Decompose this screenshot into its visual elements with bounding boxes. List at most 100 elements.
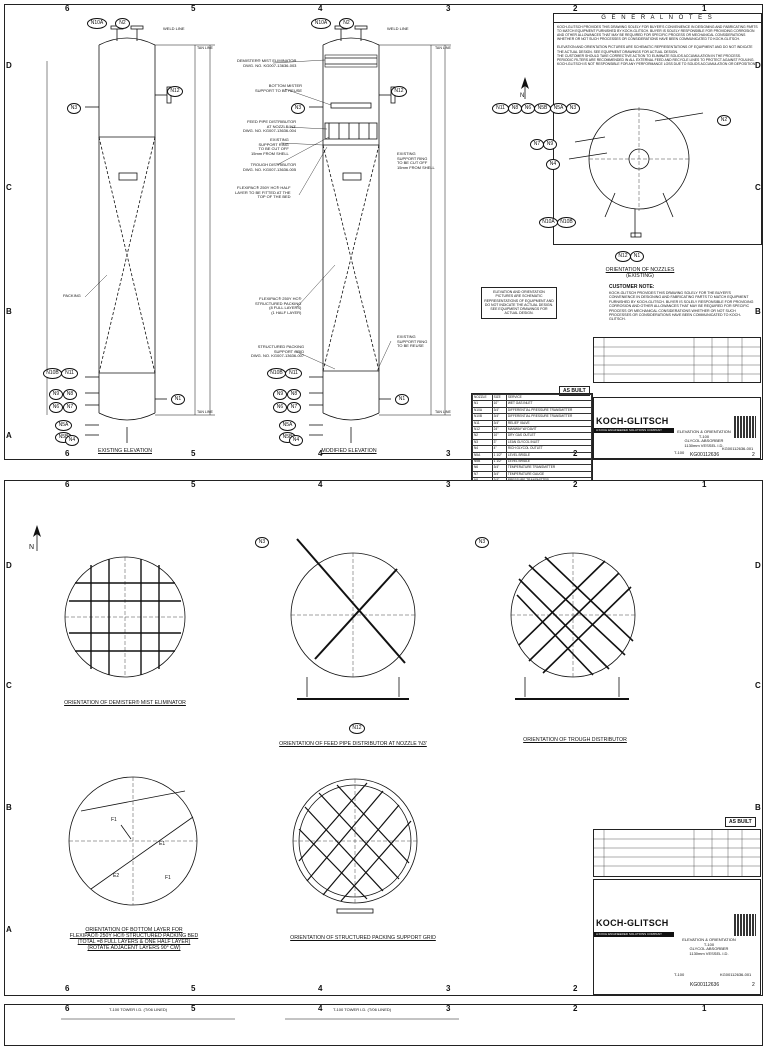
support-grid-plan xyxy=(292,778,418,914)
nozzle-bubble: N3 xyxy=(255,537,269,548)
column-label: 2 xyxy=(573,4,578,13)
customer-note-body: KOCH-GLITSCH PROVIDES THIS DRAWING SOLEL… xyxy=(609,291,754,322)
sheet3-dimension-lines xyxy=(61,1018,459,1020)
svg-text:F1: F1 xyxy=(111,817,117,823)
nozzle-bubble: N12 xyxy=(349,723,365,734)
column-label: 4 xyxy=(318,449,323,458)
nozzle-bubble: N5A xyxy=(550,103,567,114)
nozzle-bubble: N9 xyxy=(49,389,63,400)
row-label: B xyxy=(755,803,761,812)
koch-glitsch-logo: KOCH-GLITSCH xyxy=(596,918,669,928)
label-trough: TROUGH DISTRIBUTOR DWG. NO. KG007-13636-… xyxy=(243,162,297,172)
item-no: T-100 xyxy=(674,972,685,977)
nozzle-bubble: N12 xyxy=(167,86,183,97)
nozzle-bubble: N3 xyxy=(475,537,489,548)
nozzle-bubble: N8 xyxy=(63,389,77,400)
column-label: 3 xyxy=(446,480,451,489)
nozzle-bubble: N7 xyxy=(287,402,301,413)
column-label: 1 xyxy=(702,1004,707,1013)
dim-text: TAN LINE xyxy=(197,46,214,50)
caption-nozzles: ORIENTATION OF NOZZLES xyxy=(605,267,675,273)
label-support-reuse: EXISTING SUPPORT RING TO BE REUSE xyxy=(397,334,428,349)
title-block: KOCH-GLITSCH A KOCH ENGINEERED SOLUTIONS… xyxy=(593,397,761,459)
revision-number: 2 xyxy=(752,452,755,458)
column-label: 5 xyxy=(191,480,196,489)
label-existing-support: EXISTING SUPPORT RING TO BE CUT OFF 15mm… xyxy=(251,137,289,156)
nozzle-bubble: N12 xyxy=(391,86,407,97)
row-label: D xyxy=(6,561,12,570)
customer-note-title: CUSTOMER NOTE: xyxy=(609,284,655,290)
column-label: 6 xyxy=(65,480,70,489)
label-packing-support: STRUCTURED PACKING SUPPORT GRID DWG. NO.… xyxy=(251,344,305,359)
label-flexipac-half: FLEXIPAC® 250Y HC® HALF LAYER TO BE FITT… xyxy=(235,185,291,200)
caption-trough: ORIENTATION OF TROUGH DISTRIBUTOR xyxy=(523,737,627,743)
caption-bottom-2: FLEXIPAC® 250Y HC® STRUCTURED PACKING BE… xyxy=(69,933,199,939)
nozzle-bubble: N10B xyxy=(267,368,286,379)
nozzle-bubble: N5A xyxy=(279,420,296,431)
column-label: 3 xyxy=(446,984,451,993)
revision-block xyxy=(593,829,761,877)
svg-text:N: N xyxy=(29,544,34,551)
nozzle-bubble: N3 xyxy=(67,103,81,114)
nozzle-bubble: N9 xyxy=(273,389,287,400)
column-label: 6 xyxy=(65,4,70,13)
column-label: 4 xyxy=(318,1004,323,1013)
revision-number: 2 xyxy=(752,982,755,988)
nozzle-bubble: N2 xyxy=(339,18,354,29)
column-label: 5 xyxy=(191,984,196,993)
row-label: D xyxy=(6,61,12,70)
elevation-note: ELEVATION AND ORIENTATION PICTURES ARE S… xyxy=(481,287,557,319)
nozzle-bubble: N9 xyxy=(543,139,557,150)
column-label: 5 xyxy=(191,1004,196,1013)
row-label: A xyxy=(6,925,12,934)
row-label: B xyxy=(6,307,12,316)
nozzle-orientation-plan xyxy=(568,107,704,238)
row-label: C xyxy=(755,183,761,192)
nozzle-bubble: N10A xyxy=(539,217,558,228)
item-no: T-100 xyxy=(674,450,685,455)
label-bottom-mister: BOTTOM MISTER SUPPORT TO BE REUSE xyxy=(255,83,303,93)
nozzle-bubble: N3 xyxy=(291,103,305,114)
column-label: 5 xyxy=(191,449,196,458)
nozzle-bubble: N1 xyxy=(630,251,644,262)
tower-id-label: T-100 TOWER I.D. (T/06 LINED) xyxy=(333,1007,392,1012)
column-label: 1 xyxy=(702,4,707,13)
row-label: B xyxy=(755,307,761,316)
nozzle-bubble: N6 xyxy=(273,402,287,413)
column-label: 3 xyxy=(446,449,451,458)
nozzle-bubble: N2 xyxy=(115,18,130,29)
title-block-text: ELEVATION & ORIENTATION T-100 GLYCOL ABS… xyxy=(677,429,731,448)
caption-bottom-1: ORIENTATION OF BOTTOM LAYER FOR xyxy=(85,927,183,933)
column-label: 4 xyxy=(318,984,323,993)
drawing-sheet-2: 6 5 4 3 2 1 6 5 4 3 2 1 D C B A D C B A … xyxy=(4,480,763,996)
nozzle-bubble: N10B xyxy=(557,217,576,228)
row-label: D xyxy=(755,561,761,570)
nozzle-bubble: N7 xyxy=(63,402,77,413)
general-notes: G E N E R A L N O T E S KOCH-GLITSCH PRO… xyxy=(553,13,762,245)
nozzle-bubble: N11 xyxy=(492,103,509,114)
label-feed-pipe: FEED PIPE DISTRIBUTOR AT NOZZLE 'N3' DWG… xyxy=(243,119,297,134)
caption-nozzles-sub: (EXISTING) xyxy=(626,273,654,279)
tower-id-label: T-100 TOWER I.D. (T/06 LINED) xyxy=(109,1007,168,1012)
dwg-no-full: KG00112636-001 xyxy=(722,446,754,451)
title-block-text: ELEVATION & ORIENTATION T-100 GLYCOL ABS… xyxy=(682,937,736,956)
general-notes-title: G E N E R A L N O T E S xyxy=(554,14,761,23)
drawing-sheet-1: 6 5 4 3 2 1 6 5 4 3 2 1 D C B A D C B A xyxy=(4,4,763,493)
dim-text: TAN LINE xyxy=(435,46,452,50)
column-label: 3 xyxy=(446,4,451,13)
column-label: 6 xyxy=(65,984,70,993)
nozzle-bubble: N4 xyxy=(546,159,560,170)
bottom-layer-plan: F1 E1 E2 F1 xyxy=(68,776,198,906)
nozzle-bubble: N1 xyxy=(171,394,185,405)
svg-text:N: N xyxy=(520,93,524,99)
row-label: C xyxy=(755,681,761,690)
nozzle-bubble: N6 xyxy=(49,402,63,413)
demister-plan xyxy=(64,556,186,678)
dwg-no: KG00112636 xyxy=(690,982,720,988)
column-label: 3 xyxy=(446,1004,451,1013)
row-label: B xyxy=(6,803,12,812)
row-label: D xyxy=(755,61,761,70)
revision-block xyxy=(593,337,761,383)
